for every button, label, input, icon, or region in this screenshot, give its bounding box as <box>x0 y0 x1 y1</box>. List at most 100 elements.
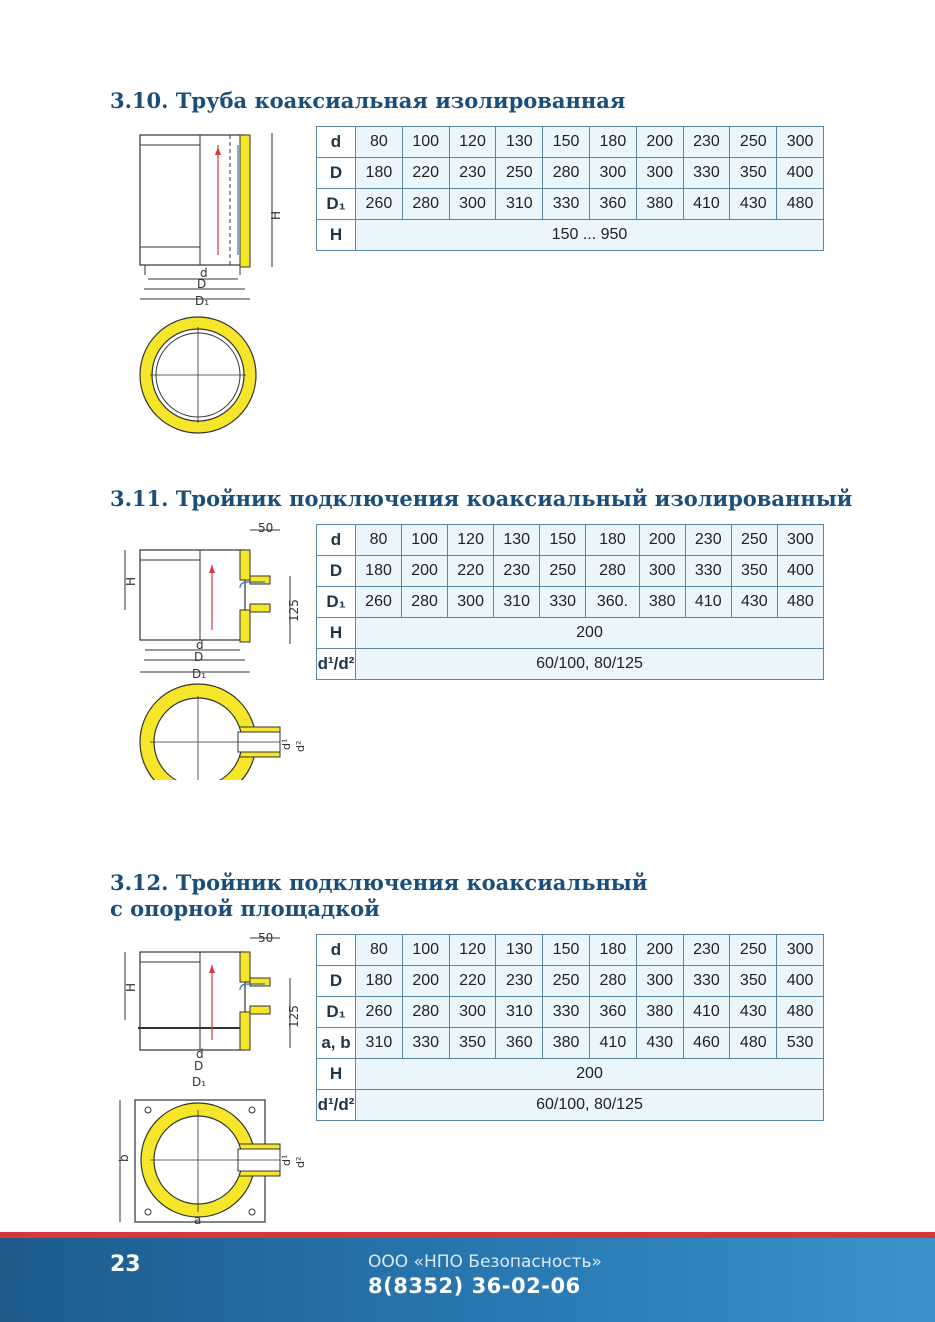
dim-D1-label: D₁ <box>192 1075 206 1089</box>
dim-125-label: 125 <box>287 1005 301 1028</box>
table-cell: 310 <box>495 188 544 220</box>
section-title-3-12-line2: с опорной площадкой <box>110 896 380 921</box>
dim-D1-label: D₁ <box>195 294 209 308</box>
table-row: H 150 ... 950 <box>316 219 824 251</box>
row-header: D <box>316 965 356 997</box>
table-cell: 410 <box>682 188 731 220</box>
row-header: H <box>316 1058 356 1090</box>
spec-table-3-12: d 80 100 120 130 150 180 200 230 250 300… <box>316 934 824 1121</box>
dim-d2-label: d² <box>294 1157 307 1168</box>
footer-bar <box>0 1232 935 1322</box>
table-cell-span: 60/100, 80/125 <box>355 648 824 680</box>
section-title-3-10: 3.10. Труба коаксиальная изолированная <box>110 88 626 113</box>
spec-table-3-10: d 80 100 120 130 150 180 200 230 250 300… <box>316 126 824 251</box>
table-cell: 330 <box>684 555 732 587</box>
table-cell: 330 <box>542 188 590 220</box>
spec-table-3-11: d 80 100 120 130 150 180 200 230 250 300… <box>316 524 825 680</box>
table-cell: 280 <box>542 157 590 189</box>
dim-d-label: d <box>200 266 208 280</box>
table-row: d¹/d² 60/100, 80/125 <box>316 648 824 680</box>
table-cell: 460 <box>682 1027 731 1059</box>
table-cell: 350 <box>729 965 778 997</box>
dim-b-label: b <box>117 1154 131 1162</box>
dim-d1-label: d¹ <box>280 1155 293 1166</box>
table-cell: 230 <box>495 965 544 997</box>
company-name: ООО «НПО Безопасность» <box>368 1252 602 1272</box>
table-cell: 180 <box>588 126 637 158</box>
table-cell: 230 <box>448 157 497 189</box>
table-cell: 430 <box>730 586 778 618</box>
table-cell: 430 <box>729 188 778 220</box>
row-header: d¹/d² <box>316 1089 356 1121</box>
table-cell: 300 <box>447 586 495 618</box>
dim-d-label: d <box>196 1047 204 1061</box>
table-cell: 480 <box>776 996 824 1028</box>
table-cell: 130 <box>495 126 544 158</box>
table-cell: 300 <box>448 188 497 220</box>
phone-number: 8(8352) 36-02-06 <box>368 1274 581 1298</box>
table-cell-span: 60/100, 80/125 <box>355 1089 824 1121</box>
table-cell: 360. <box>585 586 640 618</box>
row-header: D₁ <box>316 996 356 1028</box>
table-cell: 300 <box>448 996 497 1028</box>
table-cell: 230 <box>493 555 541 587</box>
table-cell: 430 <box>635 1027 684 1059</box>
table-cell: 360 <box>588 996 637 1028</box>
dim-d1-label: d¹ <box>280 739 293 750</box>
table-cell: 280 <box>401 188 450 220</box>
table-cell: 430 <box>729 996 778 1028</box>
section-title-3-11: 3.11. Тройник подключения коаксиальный и… <box>110 486 853 511</box>
page-number: 23 <box>110 1252 141 1277</box>
table-cell: 260 <box>354 586 403 618</box>
table-cell: 150 <box>542 126 590 158</box>
table-cell: 350 <box>729 157 778 189</box>
row-header: D <box>316 157 356 189</box>
table-cell: 200 <box>635 126 684 158</box>
table-cell: 130 <box>493 524 541 556</box>
table-cell-span: 200 <box>355 617 824 649</box>
table-row: d¹/d² 60/100, 80/125 <box>316 1089 824 1121</box>
table-cell: 300 <box>638 555 686 587</box>
table-cell: 380 <box>635 188 684 220</box>
table-cell: 180 <box>588 934 637 966</box>
table-cell: 200 <box>635 934 684 966</box>
table-row: D₁ 260 280 300 310 330 360 380 410 430 4… <box>316 996 824 1028</box>
dim-d-label: d <box>196 638 204 652</box>
row-header: D₁ <box>316 188 356 220</box>
dim-50-label: 50 <box>258 931 273 945</box>
table-cell: 400 <box>776 555 825 587</box>
table-cell: 80 <box>354 524 403 556</box>
table-cell: 230 <box>682 126 731 158</box>
table-cell: 150 <box>542 934 590 966</box>
table-cell: 410 <box>682 996 731 1028</box>
table-cell: 280 <box>585 555 640 587</box>
table-row: D 180 200 220 230 250 280 300 330 350 40… <box>316 965 824 997</box>
table-cell: 300 <box>635 965 684 997</box>
table-row: D 180 200 220 230 250 280 300 330 350 40… <box>316 555 825 587</box>
row-header: a, b <box>316 1027 356 1059</box>
row-header: D₁ <box>316 586 356 618</box>
table-cell: 310 <box>355 1027 403 1059</box>
table-cell: 280 <box>401 996 450 1028</box>
table-cell: 300 <box>588 157 637 189</box>
table-cell: 400 <box>776 157 824 189</box>
dim-50-label: 50 <box>258 521 273 535</box>
table-cell: 330 <box>401 1027 450 1059</box>
table-cell: 100 <box>401 524 449 556</box>
row-header: H <box>316 219 356 251</box>
dim-H-label: H <box>124 577 138 586</box>
table-cell: 260 <box>355 996 403 1028</box>
table-cell: 280 <box>401 586 449 618</box>
table-cell: 150 <box>539 524 587 556</box>
table-cell: 300 <box>776 524 825 556</box>
table-cell: 310 <box>493 586 541 618</box>
table-cell: 250 <box>729 126 778 158</box>
section-title-3-12-line1: 3.12. Тройник подключения коаксиальный <box>110 870 648 895</box>
dim-D-label: D <box>197 277 206 291</box>
table-cell: 230 <box>682 934 731 966</box>
tee-with-support-drawing: 50 125 H d D D₁ b a d¹ d² <box>117 931 307 1227</box>
table-cell: 530 <box>776 1027 824 1059</box>
table-cell: 120 <box>447 524 495 556</box>
table-row: D₁ 260 280 300 310 330 360 380 410 430 4… <box>316 188 824 220</box>
table-cell: 200 <box>638 524 686 556</box>
